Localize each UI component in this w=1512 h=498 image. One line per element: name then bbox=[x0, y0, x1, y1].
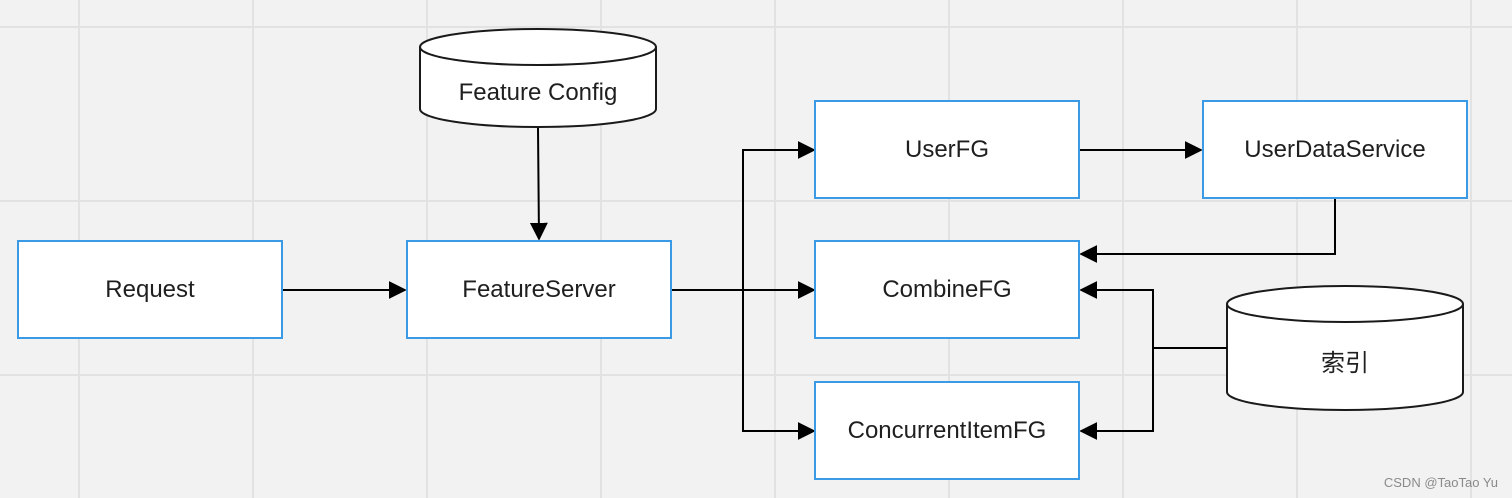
arrow-server-to-userfg bbox=[742, 141, 816, 290]
feature-server-label: FeatureServer bbox=[462, 275, 616, 303]
request-label: Request bbox=[105, 275, 195, 303]
concurrent-item-fg-node: ConcurrentItemFG bbox=[814, 381, 1080, 480]
user-data-service-node: UserDataService bbox=[1202, 100, 1468, 199]
arrow-index-to-combine bbox=[1079, 281, 1227, 349]
arrow-index-to-concurrent bbox=[1079, 348, 1154, 440]
feature-config-label-box: Feature Config bbox=[420, 66, 656, 120]
combinefg-node: CombineFG bbox=[814, 240, 1080, 339]
feature-server-node: FeatureServer bbox=[406, 240, 672, 339]
watermark: CSDN @TaoTao Yu bbox=[1383, 475, 1498, 490]
index-label: 索引 bbox=[1321, 349, 1369, 377]
arrow-config-to-server bbox=[529, 127, 548, 241]
index-cylinder bbox=[1226, 285, 1464, 411]
userfg-label: UserFG bbox=[905, 135, 989, 163]
userfg-node: UserFG bbox=[814, 100, 1080, 199]
index-label-box: 索引 bbox=[1227, 330, 1463, 390]
arrow-server-to-concurrent bbox=[742, 290, 816, 440]
feature-config-label: Feature Config bbox=[458, 79, 618, 106]
request-node: Request bbox=[17, 240, 283, 339]
concurrent-item-fg-label: ConcurrentItemFG bbox=[847, 416, 1047, 444]
arrow-userdataservice-to-combine bbox=[1079, 199, 1336, 263]
combinefg-label: CombineFG bbox=[882, 275, 1012, 303]
user-data-service-label: UserDataService bbox=[1244, 135, 1426, 163]
feature-config-cylinder bbox=[419, 28, 657, 128]
